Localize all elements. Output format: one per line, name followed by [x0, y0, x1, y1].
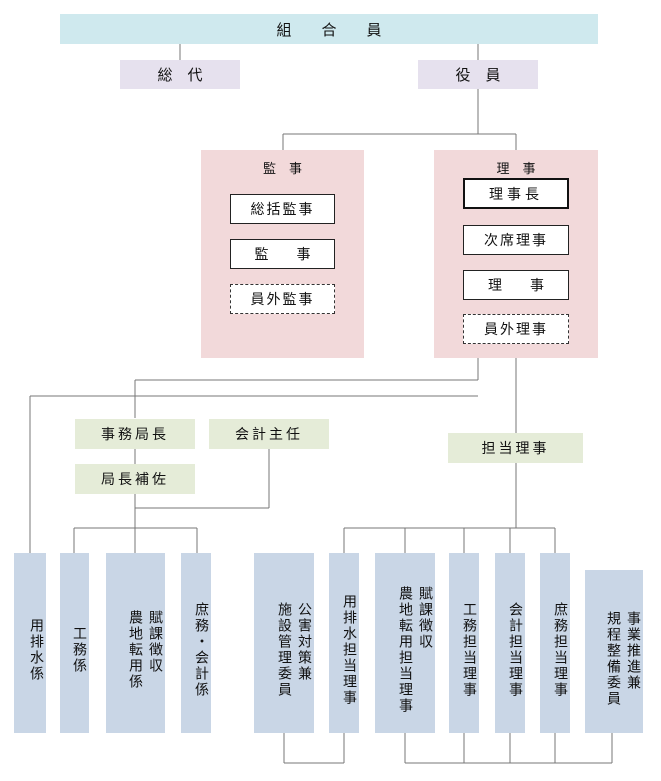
drainage-director-label: 用排水担当理事 [341, 594, 357, 706]
external-auditor-label: 員外監事 [250, 292, 315, 308]
drainage-section-label: 用排水係 [28, 618, 44, 682]
directors-title: 理 事 [496, 162, 536, 177]
drainage-director: 用排水担当理事 [329, 553, 359, 733]
construction-director: 工務担当理事 [449, 553, 479, 733]
general-affairs-section: 庶務・会計係 [181, 553, 211, 733]
delegates-box: 総 代 [120, 60, 240, 89]
accountant-label: 会計主任 [235, 427, 303, 443]
vice-chairman-box: 次席理事 [463, 225, 569, 255]
members-label: 組 合 員 [276, 20, 382, 39]
chairman-box: 理事長 [463, 178, 569, 209]
drainage-section: 用排水係 [14, 553, 46, 733]
construction-director-label: 工務担当理事 [461, 602, 477, 698]
construction-section: 工務係 [60, 553, 89, 733]
director-box: 理 事 [463, 270, 569, 300]
general-affairs-director-label: 庶務担当理事 [552, 602, 568, 698]
external-director-label: 員外理事 [484, 322, 548, 338]
director-label: 理 事 [488, 278, 544, 294]
chief-auditor-label: 総括監事 [250, 202, 315, 218]
construction-section-label: 工務係 [71, 626, 87, 674]
auditors-title: 監 事 [262, 162, 302, 177]
deputy-box: 局長補佐 [75, 464, 195, 494]
deputy-label: 局長補佐 [101, 472, 169, 488]
accounting-director: 会計担当理事 [495, 553, 525, 733]
pollution-committee-label: 公害対策兼 施設管理委員 [276, 602, 312, 698]
officers-box: 役 員 [418, 60, 538, 89]
general-affairs-director: 庶務担当理事 [540, 553, 570, 733]
external-auditor-box: 員外監事 [230, 284, 335, 314]
secretary-general-box: 事務局長 [75, 419, 195, 449]
accountant-box: 会計主任 [209, 419, 329, 449]
responsible-director-box: 担当理事 [448, 433, 583, 463]
pollution-committee: 公害対策兼 施設管理委員 [254, 553, 314, 733]
vice-chairman-label: 次席理事 [484, 233, 548, 249]
levy-section: 賦課徴収 農地転用係 [106, 553, 165, 733]
responsible-director-label: 担当理事 [481, 441, 550, 457]
levy-director-label: 賦課徴収 農地転用担当理事 [397, 586, 433, 714]
members-bar: 組 合 員 [60, 14, 598, 44]
accounting-director-label: 会計担当理事 [507, 602, 523, 698]
project-committee-label: 事業推進兼 規程整備委員 [605, 610, 641, 707]
general-affairs-section-label: 庶務・会計係 [193, 602, 209, 698]
officers-label: 役 員 [455, 66, 501, 84]
levy-director: 賦課徴収 農地転用担当理事 [375, 553, 435, 733]
chairman-label: 理事長 [489, 186, 543, 203]
chief-auditor-box: 総括監事 [230, 194, 335, 224]
project-committee: 事業推進兼 規程整備委員 [585, 570, 643, 733]
auditor-box: 監 事 [230, 239, 335, 269]
delegates-label: 総 代 [157, 66, 203, 84]
levy-section-label: 賦課徴収 農地転用係 [127, 610, 163, 690]
external-director-box: 員外理事 [463, 314, 569, 344]
auditor-label: 監 事 [254, 247, 311, 263]
secretary-general-label: 事務局長 [101, 427, 169, 443]
